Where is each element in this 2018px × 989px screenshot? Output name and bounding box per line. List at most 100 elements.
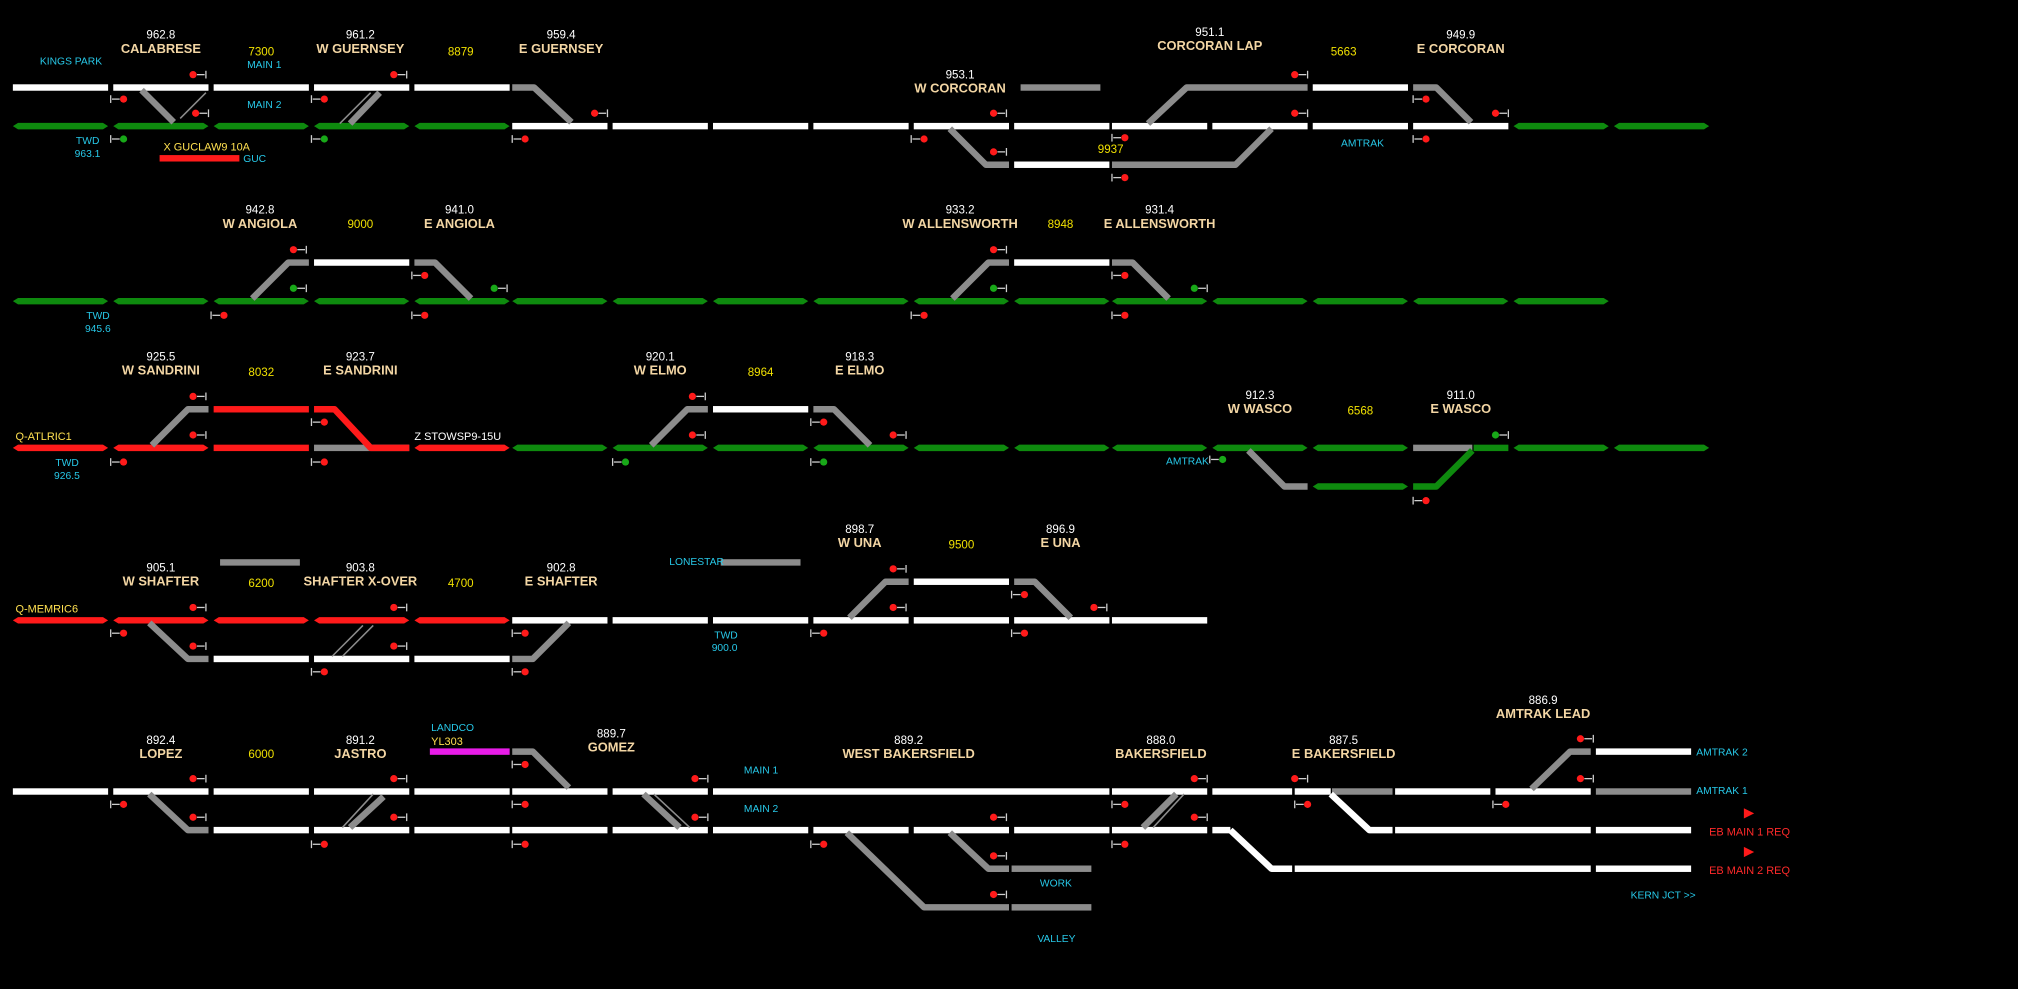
track-block[interactable] (813, 122, 909, 130)
track-block[interactable] (1111, 297, 1208, 305)
signal-icon[interactable] (989, 852, 998, 860)
signal-icon[interactable] (1491, 109, 1500, 117)
track-switch[interactable] (147, 791, 209, 834)
control-point-bakersfield[interactable]: BAKERSFIELD (1115, 747, 1207, 762)
signal-icon[interactable] (889, 565, 897, 573)
track-switch[interactable] (1529, 748, 1591, 792)
signal-icon[interactable] (1502, 800, 1510, 808)
track-block[interactable] (1111, 122, 1208, 130)
signal-icon[interactable] (920, 311, 928, 319)
track-block[interactable] (213, 826, 309, 834)
control-point-w-corcoran[interactable]: W CORCORAN (914, 82, 1006, 97)
signal-icon[interactable] (320, 418, 328, 426)
track-block[interactable] (1312, 483, 1408, 490)
track-switch[interactable] (1413, 84, 1474, 125)
signal-icon[interactable] (289, 246, 298, 254)
track-block[interactable] (1413, 444, 1473, 452)
track-block[interactable] (414, 444, 510, 452)
train-tag-z-stowsp9[interactable]: Z STOWSP9-15U (414, 429, 502, 443)
track-block[interactable] (612, 297, 708, 305)
signal-icon[interactable] (119, 95, 128, 103)
signal-icon[interactable] (119, 135, 128, 143)
track-block[interactable] (414, 122, 510, 130)
track-block[interactable] (1014, 259, 1110, 266)
track-block[interactable] (12, 297, 109, 305)
track-block[interactable] (1011, 865, 1092, 872)
track-switch[interactable] (512, 84, 574, 125)
track-block[interactable] (1595, 865, 1692, 872)
control-point-e-wasco[interactable]: E WASCO (1430, 402, 1492, 417)
track-block[interactable] (712, 826, 809, 834)
control-point-w-wasco[interactable]: W WASCO (1227, 402, 1293, 417)
track-block[interactable] (813, 297, 909, 305)
signal-icon[interactable] (1422, 135, 1430, 143)
control-point-e-shafter[interactable]: E SHAFTER (524, 575, 598, 590)
signal-icon[interactable] (421, 311, 429, 319)
track-block[interactable] (12, 617, 109, 624)
track-switch[interactable] (139, 87, 177, 125)
signal-icon[interactable] (390, 813, 398, 821)
track-block[interactable] (213, 406, 309, 413)
track-switch[interactable] (950, 259, 1010, 301)
signal-icon[interactable] (1121, 800, 1129, 808)
signal-icon[interactable] (390, 603, 398, 612)
signal-icon[interactable] (490, 284, 498, 292)
track-block[interactable] (314, 655, 410, 663)
track-block[interactable] (1014, 444, 1110, 452)
control-point-calabrese[interactable]: CALABRESE (120, 42, 201, 57)
track-switch[interactable] (844, 830, 1010, 911)
signal-icon[interactable] (1491, 431, 1500, 439)
track-block[interactable] (612, 617, 708, 624)
signal-icon[interactable] (691, 813, 699, 821)
track-tag-yl303[interactable]: YL303 (431, 734, 463, 748)
signal-icon[interactable] (421, 271, 429, 280)
control-point-e-sandrini[interactable]: E SANDRINI (323, 364, 398, 379)
track-block[interactable] (12, 444, 109, 452)
track-switch[interactable] (648, 406, 708, 448)
track-block[interactable] (12, 122, 109, 130)
track-block[interactable] (113, 84, 209, 91)
track-block[interactable] (213, 788, 309, 795)
track-block[interactable] (1014, 617, 1110, 624)
signal-icon[interactable] (320, 668, 328, 676)
signal-icon[interactable] (289, 284, 298, 292)
track-block[interactable] (314, 122, 410, 130)
track-block[interactable] (612, 122, 708, 130)
track-switch[interactable] (314, 406, 410, 452)
track-block[interactable] (314, 444, 410, 452)
track-block[interactable] (314, 259, 410, 266)
track-switch[interactable] (1413, 448, 1475, 490)
track-switch[interactable] (1111, 259, 1171, 301)
signal-icon[interactable] (1291, 109, 1299, 117)
track-block[interactable] (813, 617, 909, 624)
track-block[interactable] (1111, 444, 1208, 452)
signal-icon[interactable] (1190, 775, 1198, 783)
track-switch[interactable] (1246, 448, 1308, 490)
track-block[interactable] (1613, 122, 1710, 130)
track-block[interactable] (213, 297, 309, 305)
track-block[interactable] (712, 444, 809, 452)
control-point-jastro[interactable]: JASTRO (334, 747, 387, 762)
track-block[interactable] (913, 826, 1010, 834)
track-block[interactable] (1312, 444, 1408, 452)
track-block[interactable] (314, 617, 410, 624)
signal-icon[interactable] (1291, 775, 1299, 783)
eb-main-2-request[interactable]: EB MAIN 2 REQ (1709, 863, 1790, 877)
track-block[interactable] (213, 617, 309, 624)
train-tag-q-atlric1[interactable]: Q-ATLRIC1 (15, 429, 72, 443)
track-block[interactable] (213, 655, 309, 663)
track-block[interactable] (220, 559, 300, 566)
control-point-west-bakersfield[interactable]: WEST BAKERSFIELD (842, 747, 975, 762)
signal-icon[interactable] (989, 284, 998, 292)
track-block[interactable] (612, 826, 708, 834)
track-block[interactable] (1212, 122, 1308, 130)
track-switch[interactable] (1145, 84, 1308, 126)
track-switch[interactable] (249, 259, 309, 301)
track-block[interactable] (913, 122, 1010, 130)
control-point-w-sandrini[interactable]: W SANDRINI (121, 364, 200, 379)
signal-icon[interactable] (521, 629, 529, 637)
signal-icon[interactable] (1576, 735, 1585, 743)
control-point-w-angiola[interactable]: W ANGIOLA (222, 217, 298, 232)
track-block[interactable] (414, 655, 510, 663)
control-point-w-shafter[interactable]: W SHAFTER (122, 575, 200, 590)
